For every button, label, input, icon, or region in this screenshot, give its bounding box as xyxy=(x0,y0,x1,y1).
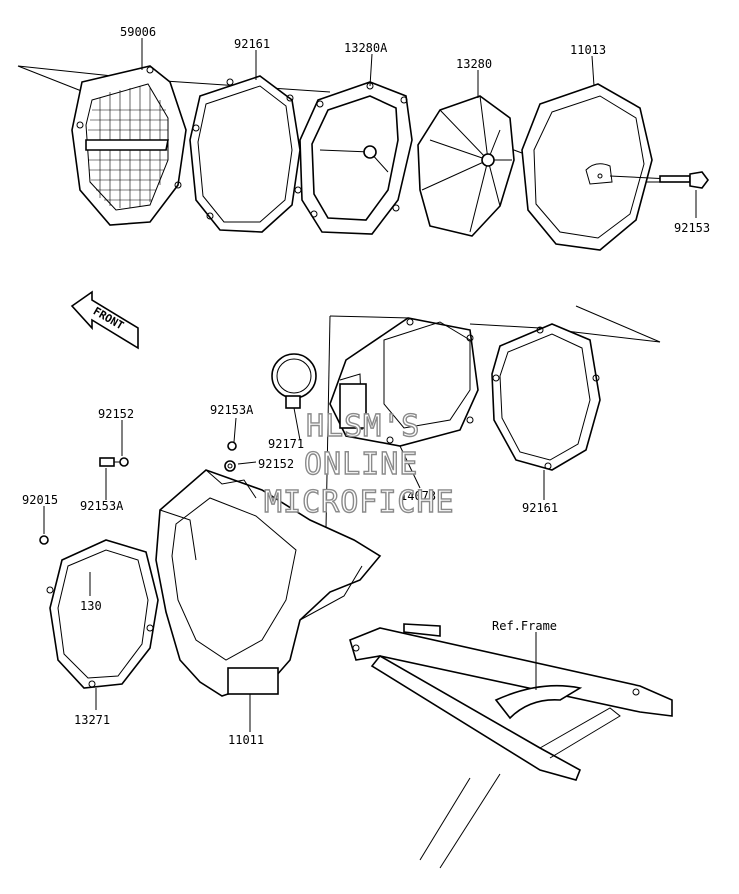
front-direction-arrow: FRONT xyxy=(70,290,139,350)
label-11013: 11013 xyxy=(570,43,606,57)
label-92152-right: 92152 xyxy=(258,457,294,471)
label-13280A: 13280A xyxy=(344,41,388,55)
label-92015: 92015 xyxy=(22,493,58,507)
watermark-line-1: HLSM'S xyxy=(306,409,420,444)
leader-lines xyxy=(43,38,697,732)
air-duct-14073 xyxy=(329,317,479,447)
filter-element-59006 xyxy=(71,65,187,226)
label-13271: 13271 xyxy=(74,713,110,727)
air-filter-11013 xyxy=(521,83,653,251)
watermark-line-2: ONLINE xyxy=(304,447,418,482)
watermark: HLSM'S ONLINE MICROFICHE xyxy=(263,408,455,520)
label-13280: 13280 xyxy=(456,57,492,71)
filter-cage-13280 xyxy=(417,95,515,237)
gasket-92161-top xyxy=(189,75,302,233)
clamp-92171 xyxy=(271,353,317,409)
label-11011: 11011 xyxy=(228,733,264,747)
label-14073: 14073 xyxy=(400,489,436,503)
gasket-13271 xyxy=(46,539,159,689)
label-92161-top: 92161 xyxy=(234,37,270,51)
cage-holder-13280A xyxy=(299,81,413,235)
air-box-11011 xyxy=(155,469,382,697)
label-92153A-upper: 92153A xyxy=(210,403,254,417)
bolt-92153 xyxy=(609,171,709,189)
label-92161-middle: 92161 xyxy=(522,501,558,515)
gasket-92161-middle xyxy=(491,323,601,471)
watermark-line-3: MICROFICHE xyxy=(264,485,455,520)
label-92152-upper: 92152 xyxy=(98,407,134,421)
frame-reference xyxy=(349,623,673,869)
label-59006: 59006 xyxy=(120,25,156,39)
label-92153A-lower: 92153A xyxy=(80,499,124,513)
label-130: 130 xyxy=(80,599,102,613)
label-92153-top: 92153 xyxy=(674,221,710,235)
label-92171: 92171 xyxy=(268,437,304,451)
label-ref-frame: Ref.Frame xyxy=(492,619,557,633)
